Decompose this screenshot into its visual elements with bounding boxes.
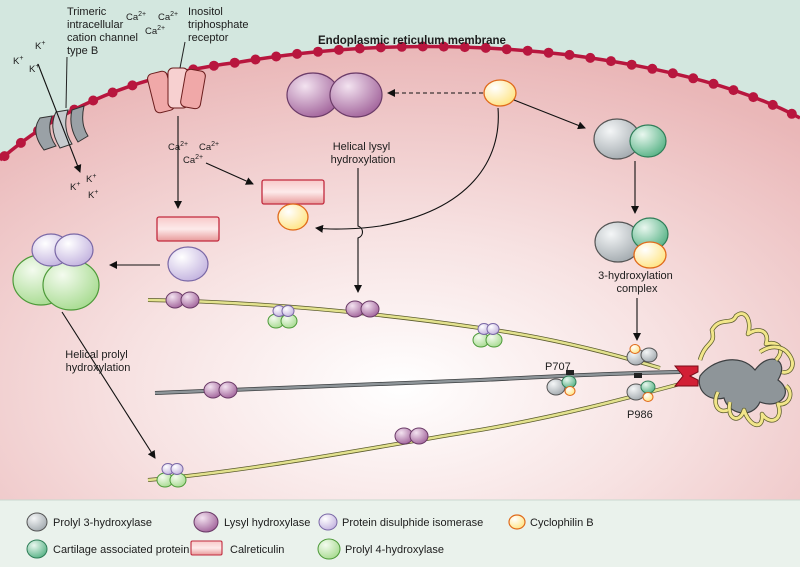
tric-b-pointer [65,56,68,109]
p4h-on-strand-1 [267,305,298,329]
legend-label-crtap: Cartilage associated protein [53,544,189,556]
svg-text:Ca2+: Ca2+ [168,141,188,153]
p3h-complex-p707 [546,375,577,396]
lysyl-hydroxylation-label: Helical lysyl hydroxylation [331,141,396,166]
lysyl-hydroxylase-icon [193,511,219,533]
collagen-strand-1 [147,298,661,370]
prolyl-hydroxylation-label: Helical prolyl hydroxylation [65,349,130,374]
svg-text:K+: K+ [86,173,96,185]
legend-label-prolyl-4-hydroxylase: Prolyl 4-hydroxylase [345,544,444,556]
arrow-cyclophilin-to-p3h1 [513,99,586,130]
c-propeptide-globule [697,311,795,427]
calreticulin-block-upper [261,179,325,205]
svg-text:Ca2+: Ca2+ [145,25,165,37]
legend-item-lysyl-hydroxylase: Lysyl hydroxylase [193,511,310,533]
p707-site-mark [566,370,574,375]
prolyl-4-hydroxylase-tetramer [12,233,100,311]
legend-label-prolyl-3-hydroxylase: Prolyl 3-hydroxylase [53,517,152,529]
arrow-lysyl-to-strand [354,168,364,293]
er-lumen [0,46,800,501]
cyclophilin-b-icon [508,514,526,530]
three-hydroxylation-label: 3-hydroxylation complex [598,270,676,295]
legend-item-prolyl-4-hydroxylase: Prolyl 4-hydroxylase [317,538,444,560]
arrow-p4h-to-strand [61,311,156,459]
lysyl-hydroxylase-on-strand-1b [345,300,380,318]
p3h1-crtap-pair [593,118,667,160]
lysyl-hydroxylase-on-strand-1 [165,291,200,309]
svg-text:K+: K+ [29,63,39,75]
svg-text:Ca2+: Ca2+ [199,141,219,153]
legend-item-crtap: Cartilage associated protein [26,539,189,559]
ip3-receptor-label: Inositol triphosphate receptor [188,6,252,44]
legend-label-pdi: Protein disulphide isomerase [342,517,483,529]
legend-label-calreticulin: Calreticulin [230,544,284,556]
p4h-on-strand-3 [156,463,187,488]
p3h-complex-upper [626,344,658,366]
er-membrane-line [0,44,800,162]
calcium-ions: Ca2+ Ca2+ Ca2+ Ca2+ Ca2+ Ca2+ [126,11,219,166]
cyclophilin-b-bound [277,203,309,231]
calreticulin-icon [190,540,223,556]
ip3-receptor [147,67,206,114]
svg-text:Ca2+: Ca2+ [126,11,146,23]
legend-label-lysyl-hydroxylase: Lysyl hydroxylase [224,517,310,529]
pdi-bound [167,246,209,282]
potassium-arrow [37,63,82,173]
prolyl-3-hydroxylase-icon [26,512,48,532]
pathway-arrows [61,89,641,459]
legend-label-cyclophilin-b: Cyclophilin B [530,517,594,529]
legend-item-calreticulin: Calreticulin [190,540,284,556]
legend-item-prolyl-3-hydroxylase: Prolyl 3-hydroxylase [26,512,152,532]
arrow-ca-to-calreticulin-upper [205,162,254,185]
crtap-icon [26,539,48,559]
p986-site-mark [634,373,642,378]
lysyl-hydroxylase-dimer [286,72,383,118]
svg-text:K+: K+ [88,189,98,201]
svg-text:K+: K+ [70,181,80,193]
three-hydroxylation-complex [594,217,669,269]
legend-panel [0,500,800,567]
p986-label: P986 [627,409,653,421]
c-terminal-clamp [673,365,699,387]
er-membrane-label: Endoplasmic reticulum membrane [318,35,506,47]
svg-text:Ca2+: Ca2+ [158,11,178,23]
svg-text:K+: K+ [13,55,23,67]
potassium-ions: K+ K+ K+ K+ K+ K+ [13,40,98,201]
legend-item-cyclophilin-b: Cyclophilin B [508,514,594,530]
p4h-on-strand-1b [472,323,503,348]
lysyl-hydroxylase-on-strand-3 [394,427,429,445]
tric-b-label: Trimeric intracellular cation channel ty… [67,6,141,57]
cyclophilin-b-top [483,79,517,107]
collagen-strand-3 [147,382,681,482]
p707-label: P707 [545,361,571,373]
prolyl-4-hydroxylase-icon [317,538,341,560]
tric-b-channel [35,105,89,151]
collagen-strand-2 [154,370,681,395]
calreticulin-block-lower [156,216,220,242]
ip3-pointer [179,41,186,69]
svg-text:K+: K+ [35,40,45,52]
arrow-cyclophilin-to-calreticulin [315,107,499,233]
svg-text:Ca2+: Ca2+ [183,154,203,166]
pdi-icon [318,513,338,531]
legend-item-pdi: Protein disulphide isomerase [318,513,483,531]
lysyl-hydroxylase-on-strand-2 [203,381,238,399]
p3h-complex-p986 [626,380,656,402]
